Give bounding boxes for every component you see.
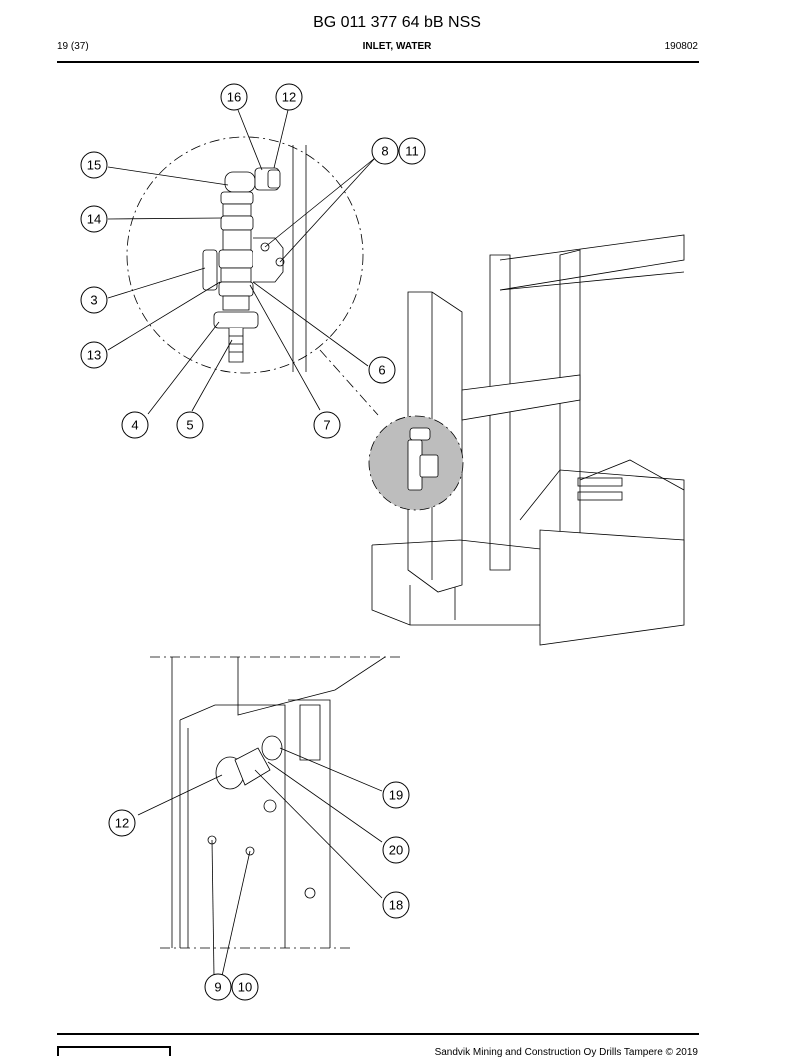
- callout-16: 16: [220, 83, 248, 111]
- svg-text:12: 12: [115, 816, 129, 831]
- svg-text:14: 14: [87, 212, 101, 227]
- svg-text:19: 19: [389, 788, 403, 803]
- callout-19: 19: [382, 781, 410, 809]
- callout-12-top: 12: [275, 83, 303, 111]
- header-rule: [57, 61, 699, 63]
- svg-text:16: 16: [227, 90, 241, 105]
- callout-20: 20: [382, 836, 410, 864]
- callout-12-bottom: 12: [108, 809, 136, 837]
- callout-10: 10: [231, 973, 259, 1001]
- callout-8: 8: [371, 137, 399, 165]
- svg-text:15: 15: [87, 158, 101, 173]
- callout-14: 14: [80, 205, 108, 233]
- detail-view-bottom: [150, 656, 400, 949]
- detail-view-top: [126, 136, 379, 416]
- callout-5: 5: [176, 411, 204, 439]
- callout-3: 3: [80, 286, 108, 314]
- footer-rule: [57, 1033, 699, 1035]
- valve-assembly-small: [407, 427, 439, 491]
- callout-11: 11: [398, 137, 426, 165]
- leader-lines: [107, 109, 383, 977]
- svg-text:3: 3: [90, 293, 97, 308]
- svg-text:13: 13: [87, 348, 101, 363]
- callout-7: 7: [313, 411, 341, 439]
- page-number: 19 (37): [57, 41, 89, 52]
- callout-15: 15: [80, 151, 108, 179]
- svg-text:4: 4: [131, 418, 138, 433]
- svg-text:7: 7: [323, 418, 330, 433]
- svg-text:9: 9: [214, 980, 221, 995]
- svg-text:10: 10: [238, 980, 252, 995]
- document-title: BG 011 377 64 bB NSS: [313, 14, 481, 31]
- sandvik-logo: [57, 1046, 171, 1056]
- callout-13: 13: [80, 341, 108, 369]
- detail-circle: [126, 136, 364, 374]
- svg-text:11: 11: [405, 144, 419, 159]
- svg-text:18: 18: [389, 898, 403, 913]
- callout-9: 9: [204, 973, 232, 1001]
- date-code: 190802: [664, 41, 698, 52]
- callout-4: 4: [121, 411, 149, 439]
- svg-text:6: 6: [378, 363, 385, 378]
- svg-text:8: 8: [381, 144, 388, 159]
- svg-text:5: 5: [186, 418, 193, 433]
- section-title: INLET, WATER: [362, 41, 432, 52]
- svg-text:20: 20: [389, 843, 403, 858]
- callout-6: 6: [368, 356, 396, 384]
- callout-18: 18: [382, 891, 410, 919]
- valve-assembly: [202, 167, 285, 363]
- svg-text:12: 12: [282, 90, 296, 105]
